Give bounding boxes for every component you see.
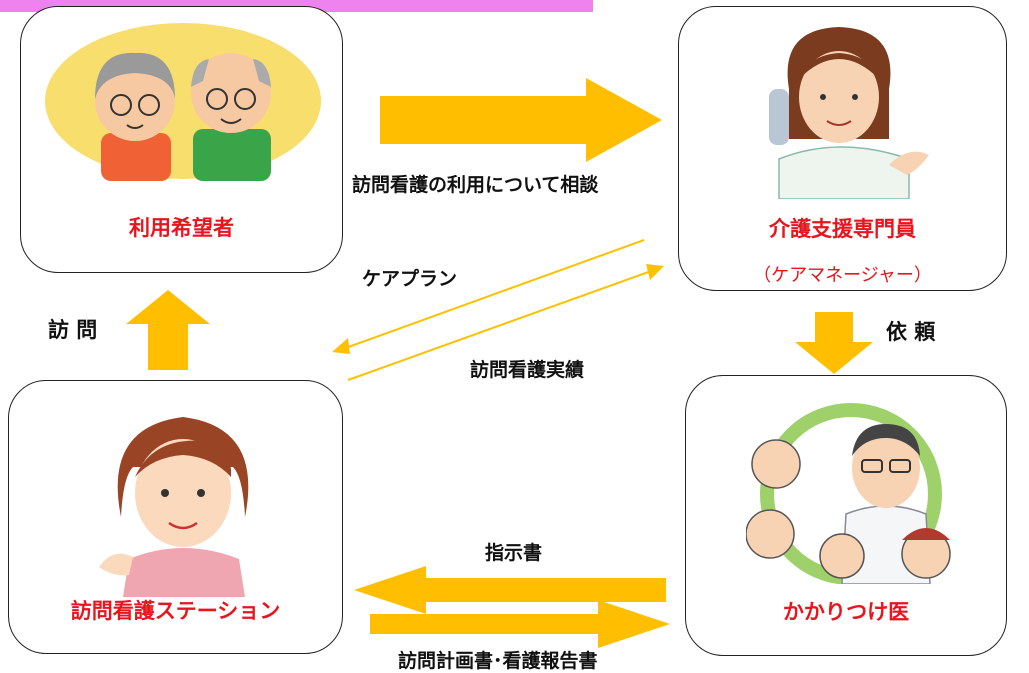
node-doctor-label: かかりつけ医 bbox=[782, 600, 910, 624]
node-care-manager: 介護支援専門員 （ケアマネージャー） bbox=[678, 6, 1007, 291]
family-doctor-icon bbox=[746, 403, 951, 584]
arrow-instruction bbox=[354, 566, 666, 614]
nurse-icon bbox=[99, 417, 249, 597]
arrow-care-plan bbox=[332, 239, 664, 381]
arrow-visit bbox=[126, 290, 210, 370]
edge-report-label: 訪問計画書･看護報告書 bbox=[398, 650, 598, 672]
arrow-report bbox=[370, 600, 670, 648]
arrow-user-to-care-manager bbox=[380, 78, 662, 162]
node-care-manager-label: 介護支援専門員 bbox=[769, 217, 916, 241]
edge-instruction-label: 指示書 bbox=[485, 542, 543, 564]
elderly-couple-icon bbox=[45, 23, 321, 181]
node-station: 訪問看護ステーション bbox=[8, 380, 343, 654]
node-user-label: 利用希望者 bbox=[129, 216, 234, 240]
edge-care-plan-label: ケアプラン bbox=[362, 268, 458, 290]
node-doctor: かかりつけ医 bbox=[685, 375, 1007, 656]
care-manager-on-phone-icon bbox=[769, 27, 929, 199]
edge-results-label: 訪問看護実績 bbox=[470, 359, 585, 381]
node-care-manager-sublabel: （ケアマネージャー） bbox=[753, 265, 932, 286]
edge-request-label: 依 頼 bbox=[886, 320, 936, 344]
node-user: 利用希望者 bbox=[20, 6, 343, 273]
edge-consult-label: 訪問看護の利用について相談 bbox=[352, 174, 599, 196]
edge-visit-label: 訪 問 bbox=[48, 318, 98, 342]
node-station-label: 訪問看護ステーション bbox=[70, 599, 281, 623]
arrow-request bbox=[795, 312, 873, 374]
